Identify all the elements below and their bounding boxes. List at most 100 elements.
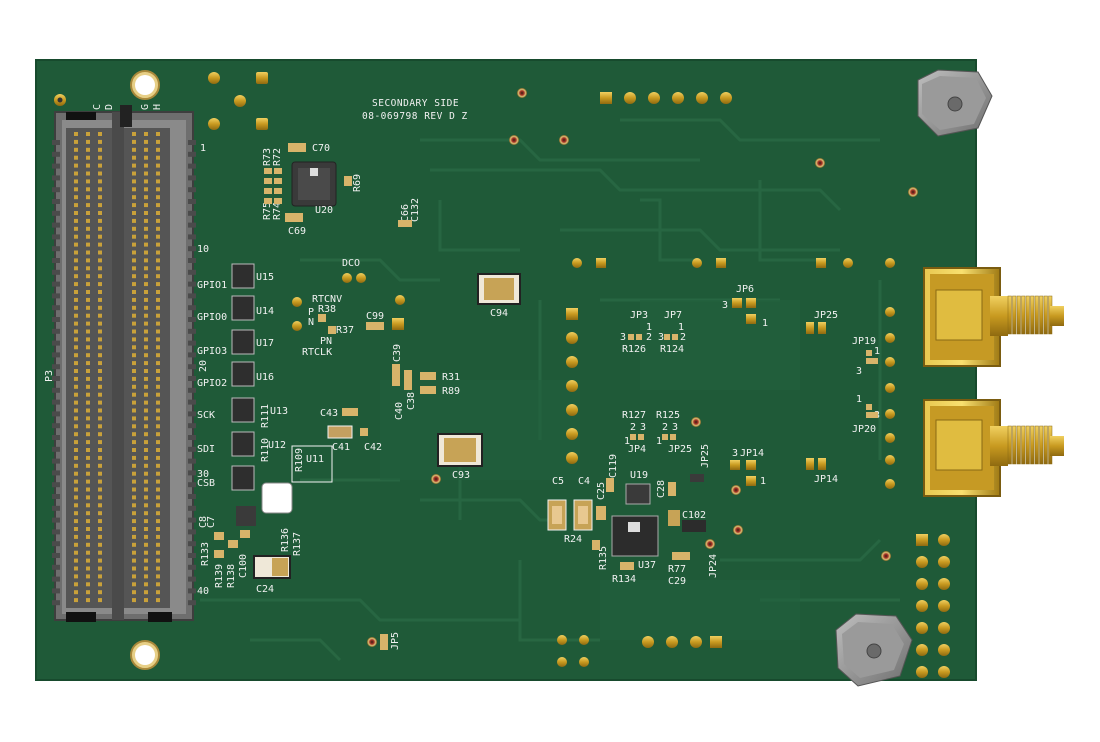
jp3-pin-2: 2 [680,332,686,343]
hex-standoff-icon [917,69,993,137]
refdes-c99: C99 [366,311,384,322]
pin-number-20: 20 [198,360,209,372]
refdes-r31: R31 [442,372,460,383]
refdes-r38: R38 [318,304,336,315]
refdes-u12: U12 [268,440,286,451]
pin-number-40: 40 [197,586,209,597]
connector-ref-label: P3 [44,370,55,382]
refdes-jp20: JP20 [852,424,876,435]
buffer-ics [231,263,255,491]
refdes-c43: C43 [320,408,338,419]
column-letter-h: H [152,104,163,110]
net-gpio1: GPIO1 [197,280,227,291]
refdes-r125: R125 [656,410,680,421]
refdes-r137: R137 [292,532,303,556]
refdes-u20: U20 [315,205,333,216]
mounting-hole-icon [130,640,160,670]
refdes-c8: JP14 [814,474,838,485]
refdes-pn: PN [320,336,332,347]
refdes-u11: U11 [306,454,324,465]
ic-logo-icon [628,522,640,532]
jp4-pin-3: 3 [672,422,678,433]
vias [367,88,918,647]
refdes-r24: R24 [564,534,582,545]
refdes-n: N [308,317,314,328]
header-pads-column [566,308,578,464]
refdes-jp5: JP3 [630,310,648,321]
refdes-c7: JP25 [814,310,838,321]
test-pads-top-left [208,72,268,130]
jp4-pin-2: 2 [662,422,668,433]
refdes-u16: U16 [256,372,274,383]
refdes-c69: C69 [288,226,306,237]
refdes-r133: R133 [200,542,211,566]
refdes-c93: C93 [452,470,470,481]
jp14-pin-1: 1 [760,476,766,487]
column-letter-c: C [92,104,103,110]
refdes-c66: C66 [400,204,411,222]
refdes-jp24: JP24 [708,554,719,578]
refdes-u17: U17 [256,338,274,349]
refdes-r75: R75 [262,202,273,220]
refdes-c4: C4 [578,476,590,487]
refdes-c41: C41 [332,442,350,453]
pin-number-10: 10 [197,244,209,255]
refdes-c132: C132 [410,198,421,222]
refdes-jp6: JP4 [628,444,646,455]
ic-u20 [291,161,337,207]
refdes-c102: C29 [668,576,686,587]
refdes-c24: C8 [198,516,209,528]
refdes-r37: R37 [336,325,354,336]
jp20-pin-1: 1 [856,394,862,405]
pin-number-1: 1 [200,143,206,154]
refdes-r111: R111 [260,404,271,428]
jp5-pin-2: 2 [646,332,652,343]
jp5-pin-1: 1 [646,322,652,333]
net-rtcnv: RTCNV [312,294,342,305]
refdes-c40: C40 [394,402,405,420]
connector-p3 [52,105,196,622]
refdes-r136: R136 [280,528,291,552]
refdes-c94: C94 [490,308,508,319]
refdes-jp4: JP25 [668,444,692,455]
refdes-u14: U14 [256,306,274,317]
refdes-r74: R74 [272,202,283,220]
refdes-u13: U13 [270,406,288,417]
header-pads-bottom-right [916,534,950,678]
internal-traces [200,118,900,662]
refdes-c119: C28 [656,480,667,498]
refdes-r134: R77 [668,564,686,575]
refdes-jp14: JP14 [740,448,764,459]
jp7-pin-3: 3 [722,300,728,311]
refdes-r69: R69 [352,174,363,192]
refdes-c70: C70 [312,143,330,154]
net-sck: SCK [197,410,215,421]
refdes-r89: R89 [442,386,460,397]
net-gpio2: GPIO2 [197,378,227,389]
refdes-r139: R139 [214,564,225,588]
net-csb: CSB [197,478,215,489]
board-part-number: 08-069798 REV D Z [362,111,468,122]
refdes-r109: R109 [294,448,305,472]
refdes-c38: C38 [406,392,417,410]
refdes-c100: JP5 [390,632,401,650]
refdes-p: P [308,307,314,318]
refdes-jp7: JP6 [736,284,754,295]
refdes-r77: R135 [598,546,609,570]
refdes-c42: C42 [364,442,382,453]
refdes-c29: C24 [256,584,274,595]
jp14-pin-3: 3 [732,448,738,459]
refdes-r110: R110 [260,438,271,462]
refdes-c39: C39 [392,344,403,362]
column-letter-d: D [104,104,115,110]
refdes-r73: R73 [262,148,273,166]
jp3-pin-3: 3 [658,332,664,343]
refdes-c26: C7 [206,516,217,528]
jp3-pin-1: 1 [678,322,684,333]
refdes-r124: R124 [660,344,684,355]
header-pads-top [600,92,732,104]
refdes-u37: U37 [638,560,656,571]
hex-standoff-icon [835,613,913,687]
refdes-r72: R72 [272,148,283,166]
